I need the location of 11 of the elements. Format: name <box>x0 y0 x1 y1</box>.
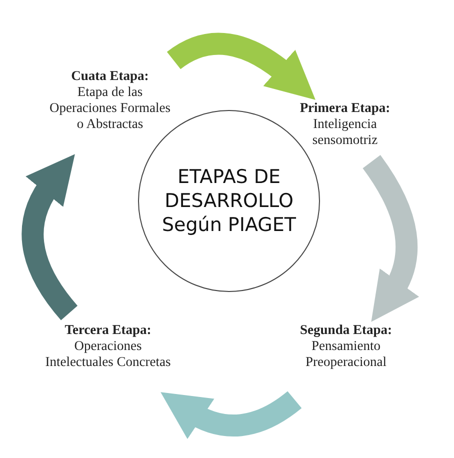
stage-heading: Tercera Etapa: <box>64 322 152 338</box>
curved-arrow <box>22 152 78 320</box>
stage-description: Pensamiento Preoperacional <box>304 338 388 370</box>
stage-description: Operaciones Intelectuales Concretas <box>44 338 172 370</box>
curved-arrow <box>362 155 420 324</box>
stage-heading: Segunda Etapa: <box>299 322 393 338</box>
stage-description: Inteligencia sensomotriz <box>311 116 379 148</box>
stage-heading: Cuata Etapa: <box>70 68 150 84</box>
node-label: ETAPAS DE DESARROLLO Según PIAGET <box>161 165 297 237</box>
stage-description: Etapa de las Operaciones Formales o Abstractas <box>48 84 172 132</box>
stage-heading: Primera Etapa: <box>298 100 392 116</box>
